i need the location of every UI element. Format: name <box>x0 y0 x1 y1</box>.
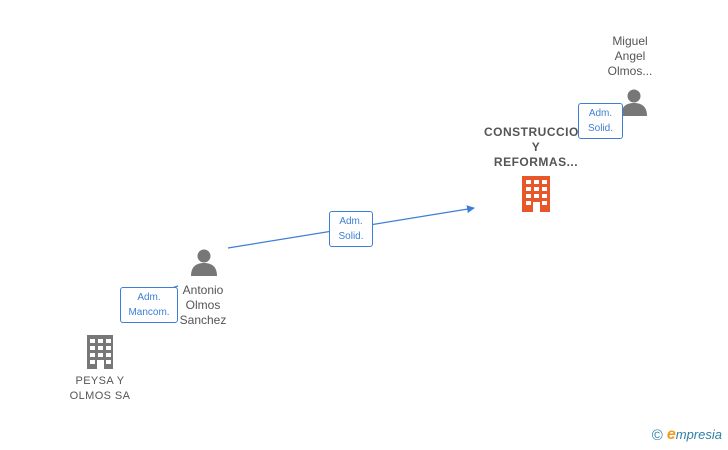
antonio-label: Antonio Olmos Sanchez <box>179 283 227 327</box>
node-person-miguel[interactable]: Miguel Angel Olmos... <box>595 34 665 79</box>
relation-label-miguel-main[interactable]: Adm. Solid. <box>578 103 623 139</box>
miguel-label: Miguel Angel Olmos... <box>607 34 653 78</box>
node-main-company[interactable]: CONSTRUCCION Y REFORMAS... <box>468 125 604 170</box>
building-icon-main <box>522 176 550 212</box>
main-company-label: CONSTRUCCION Y REFORMAS... <box>484 125 588 169</box>
node-person-antonio[interactable]: Antonio Olmos Sanchez <box>168 283 238 328</box>
person-icon-miguel <box>621 89 647 116</box>
footer-brand: © empresia <box>652 426 722 444</box>
person-icon-antonio <box>191 249 217 276</box>
copyright-symbol: © <box>651 426 663 444</box>
building-icon-peysa <box>87 335 113 369</box>
relation-label-antonio-peysa[interactable]: Adm. Mancom. <box>120 287 178 323</box>
node-company-peysa[interactable]: PEYSA Y OLMOS SA <box>58 374 142 404</box>
relation-label-antonio-main[interactable]: Adm. Solid. <box>329 211 373 247</box>
peysa-label: PEYSA Y OLMOS SA <box>69 375 131 402</box>
brand-logo: empresia <box>666 426 722 443</box>
